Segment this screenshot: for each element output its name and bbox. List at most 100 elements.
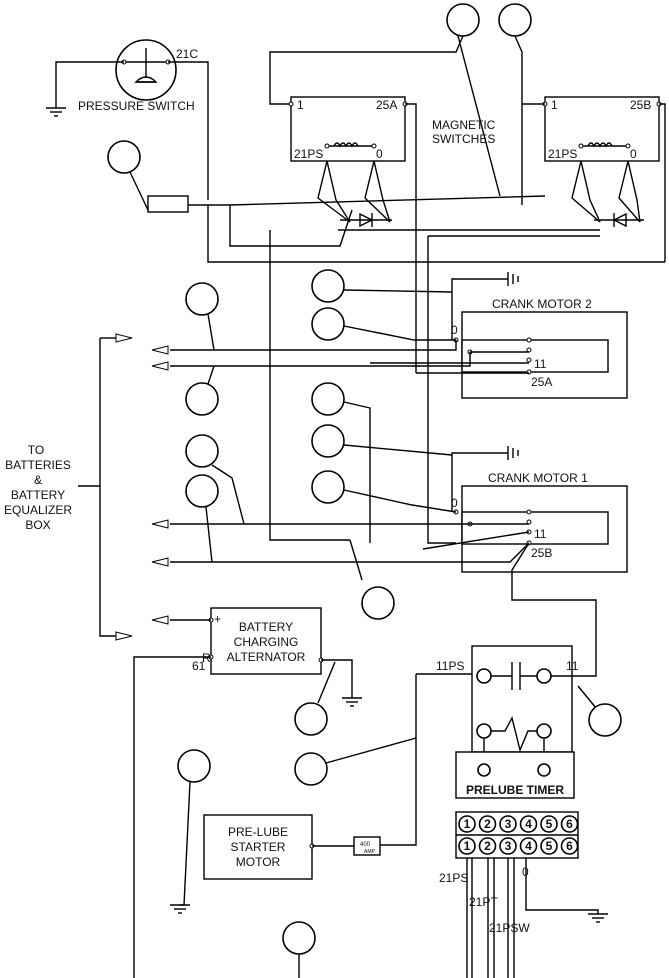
- timer-terminal-circle: [560, 815, 579, 833]
- crank-motor-2-t0: 0: [451, 323, 458, 337]
- timer-terminal-circle: [540, 837, 558, 855]
- crank-motor-1-t0: 0: [451, 496, 458, 510]
- connector-circle: [311, 307, 345, 341]
- timer-11ps: 11PS: [436, 659, 464, 673]
- crank-motor-1-title: CRANK MOTOR 1: [488, 471, 588, 485]
- connector-circle: [311, 382, 345, 416]
- fuse-400-amp: 400 AMP: [312, 836, 381, 856]
- starter-label-1: PRE-LUBE: [228, 825, 288, 839]
- timer-terminal-circle: [478, 815, 497, 833]
- crank-motor-2-t25: 25A: [531, 375, 552, 389]
- timer-terminal-circle: [519, 815, 538, 833]
- crank-motor-1-t25: 25B: [531, 546, 552, 560]
- fuse-unit: AMP: [364, 849, 376, 855]
- timer-terminal-number: 5: [546, 817, 553, 831]
- connector-circle: [185, 282, 219, 316]
- alternator-label-3: ALTERNATOR: [227, 650, 306, 664]
- magnetic-switches-label-2: SWITCHES: [432, 132, 495, 146]
- timer-terminal-number: 6: [566, 839, 573, 853]
- batteries-label-line3: &: [34, 473, 42, 487]
- connector-circle: [282, 921, 316, 955]
- connector-circle: [294, 702, 328, 736]
- connector-circle: [185, 474, 219, 508]
- timer-terminal-number: 1: [464, 839, 471, 853]
- pressure-switch-terminal-label: 21C: [176, 47, 198, 61]
- connector-circle: [177, 749, 211, 783]
- crank-motor-2-t11: 11: [534, 357, 547, 371]
- connector-circle: [294, 752, 328, 786]
- prelube-timer: 11PS 11 PRELUBE TIMER: [436, 645, 579, 859]
- prelube-timer-title: PRELUBE TIMER: [466, 783, 564, 797]
- timer-terminal-number: 5: [546, 839, 553, 853]
- batteries-label-line5: EQUALIZER: [4, 503, 72, 517]
- mag-switch-a-t3: 21PS: [294, 147, 323, 161]
- magnetic-switch-a: 1 25A 21PS 0: [288, 96, 408, 228]
- batteries-label: TO BATTERIES & BATTERY EQUALIZER BOX: [4, 443, 72, 532]
- batteries-label-line4: BATTERY: [11, 488, 65, 502]
- batteries-label-line6: BOX: [25, 518, 50, 532]
- wire-0: 0: [522, 865, 529, 879]
- timer-terminal-number: 2: [484, 817, 491, 831]
- mag-switch-b-t1: 1: [551, 98, 558, 112]
- batteries-label-line2: BATTERIES: [5, 458, 71, 472]
- connector-circle: [588, 703, 622, 737]
- timer-terminal-circle: [458, 815, 476, 833]
- magnetic-switch-b: 1 25B 21PS 0: [542, 96, 662, 228]
- crank-motor-1-t11: 11: [534, 527, 547, 541]
- fuse-value: 400: [360, 842, 371, 848]
- wire-21pt: 21PT: [469, 895, 498, 909]
- battery-arrows: [151, 345, 169, 625]
- timer-terminal-number: 3: [505, 817, 512, 831]
- timer-terminal-circle: [540, 815, 558, 833]
- batteries-label-line1: TO: [28, 443, 44, 457]
- timer-terminal-circle: [458, 837, 476, 855]
- alternator-61: 61: [192, 659, 206, 673]
- connector-circle: [446, 3, 480, 37]
- connector-circle: [185, 382, 219, 416]
- mag-switch-b-t3: 21PS: [548, 147, 577, 161]
- crank-motor-1: CRANK MOTOR 1 0 11 25B: [451, 471, 628, 573]
- timer-terminal-circle: [499, 815, 517, 833]
- mag-switch-b-t2: 25B: [630, 98, 651, 112]
- timer-terminal-number: 4: [525, 839, 532, 853]
- connector-circle: [311, 470, 345, 504]
- pressure-switch-label: PRESSURE SWITCH: [78, 99, 195, 113]
- timer-terminal-circle: [519, 837, 538, 855]
- pressure-switch: 21C PRESSURE SWITCH: [46, 39, 209, 200]
- connector-circle: [107, 140, 141, 174]
- wire-21psw: 21PSW: [489, 921, 530, 935]
- battery-charging-alternator: BATTERY CHARGING ALTERNATOR + R 61: [192, 607, 324, 675]
- starter-label-2: STARTER: [231, 840, 286, 854]
- connector-circle: [498, 3, 532, 37]
- timer-terminal-circle: [478, 837, 497, 855]
- crank-motor-2: CRANK MOTOR 2 0 11 25A: [451, 297, 628, 399]
- mag-switch-a-t1: 1: [297, 98, 304, 112]
- alternator-r: R: [202, 651, 211, 665]
- wire-21ps: 21PS: [439, 871, 468, 885]
- alternator-label-1: BATTERY: [239, 620, 293, 634]
- alternator-plus: +: [214, 612, 221, 626]
- mag-switch-a-t4: 0: [376, 147, 383, 161]
- connector-circle: [185, 434, 219, 468]
- timer-terminal-number: 3: [505, 839, 512, 853]
- starter-label-3: MOTOR: [236, 855, 281, 869]
- prelube-starter-motor: PRE-LUBE STARTER MOTOR: [203, 814, 315, 880]
- connector-circle: [311, 424, 345, 458]
- mag-switch-b-t4: 0: [630, 147, 637, 161]
- connector-circle: [361, 586, 395, 620]
- timer-terminal-number: 1: [464, 817, 471, 831]
- mag-switch-a-t2: 25A: [376, 98, 397, 112]
- timer-11: 11: [566, 659, 579, 673]
- crank-motor-2-title: CRANK MOTOR 2: [492, 297, 592, 311]
- magnetic-switches-label-1: MAGNETIC: [432, 118, 496, 132]
- connector-circle: [311, 269, 345, 303]
- alternator-label-2: CHARGING: [234, 635, 299, 649]
- timer-terminal-circle: [499, 837, 517, 855]
- timer-terminal-number: 2: [484, 839, 491, 853]
- timer-terminal-circle: [560, 837, 579, 855]
- timer-terminal-number: 6: [566, 817, 573, 831]
- timer-terminal-number: 4: [525, 817, 532, 831]
